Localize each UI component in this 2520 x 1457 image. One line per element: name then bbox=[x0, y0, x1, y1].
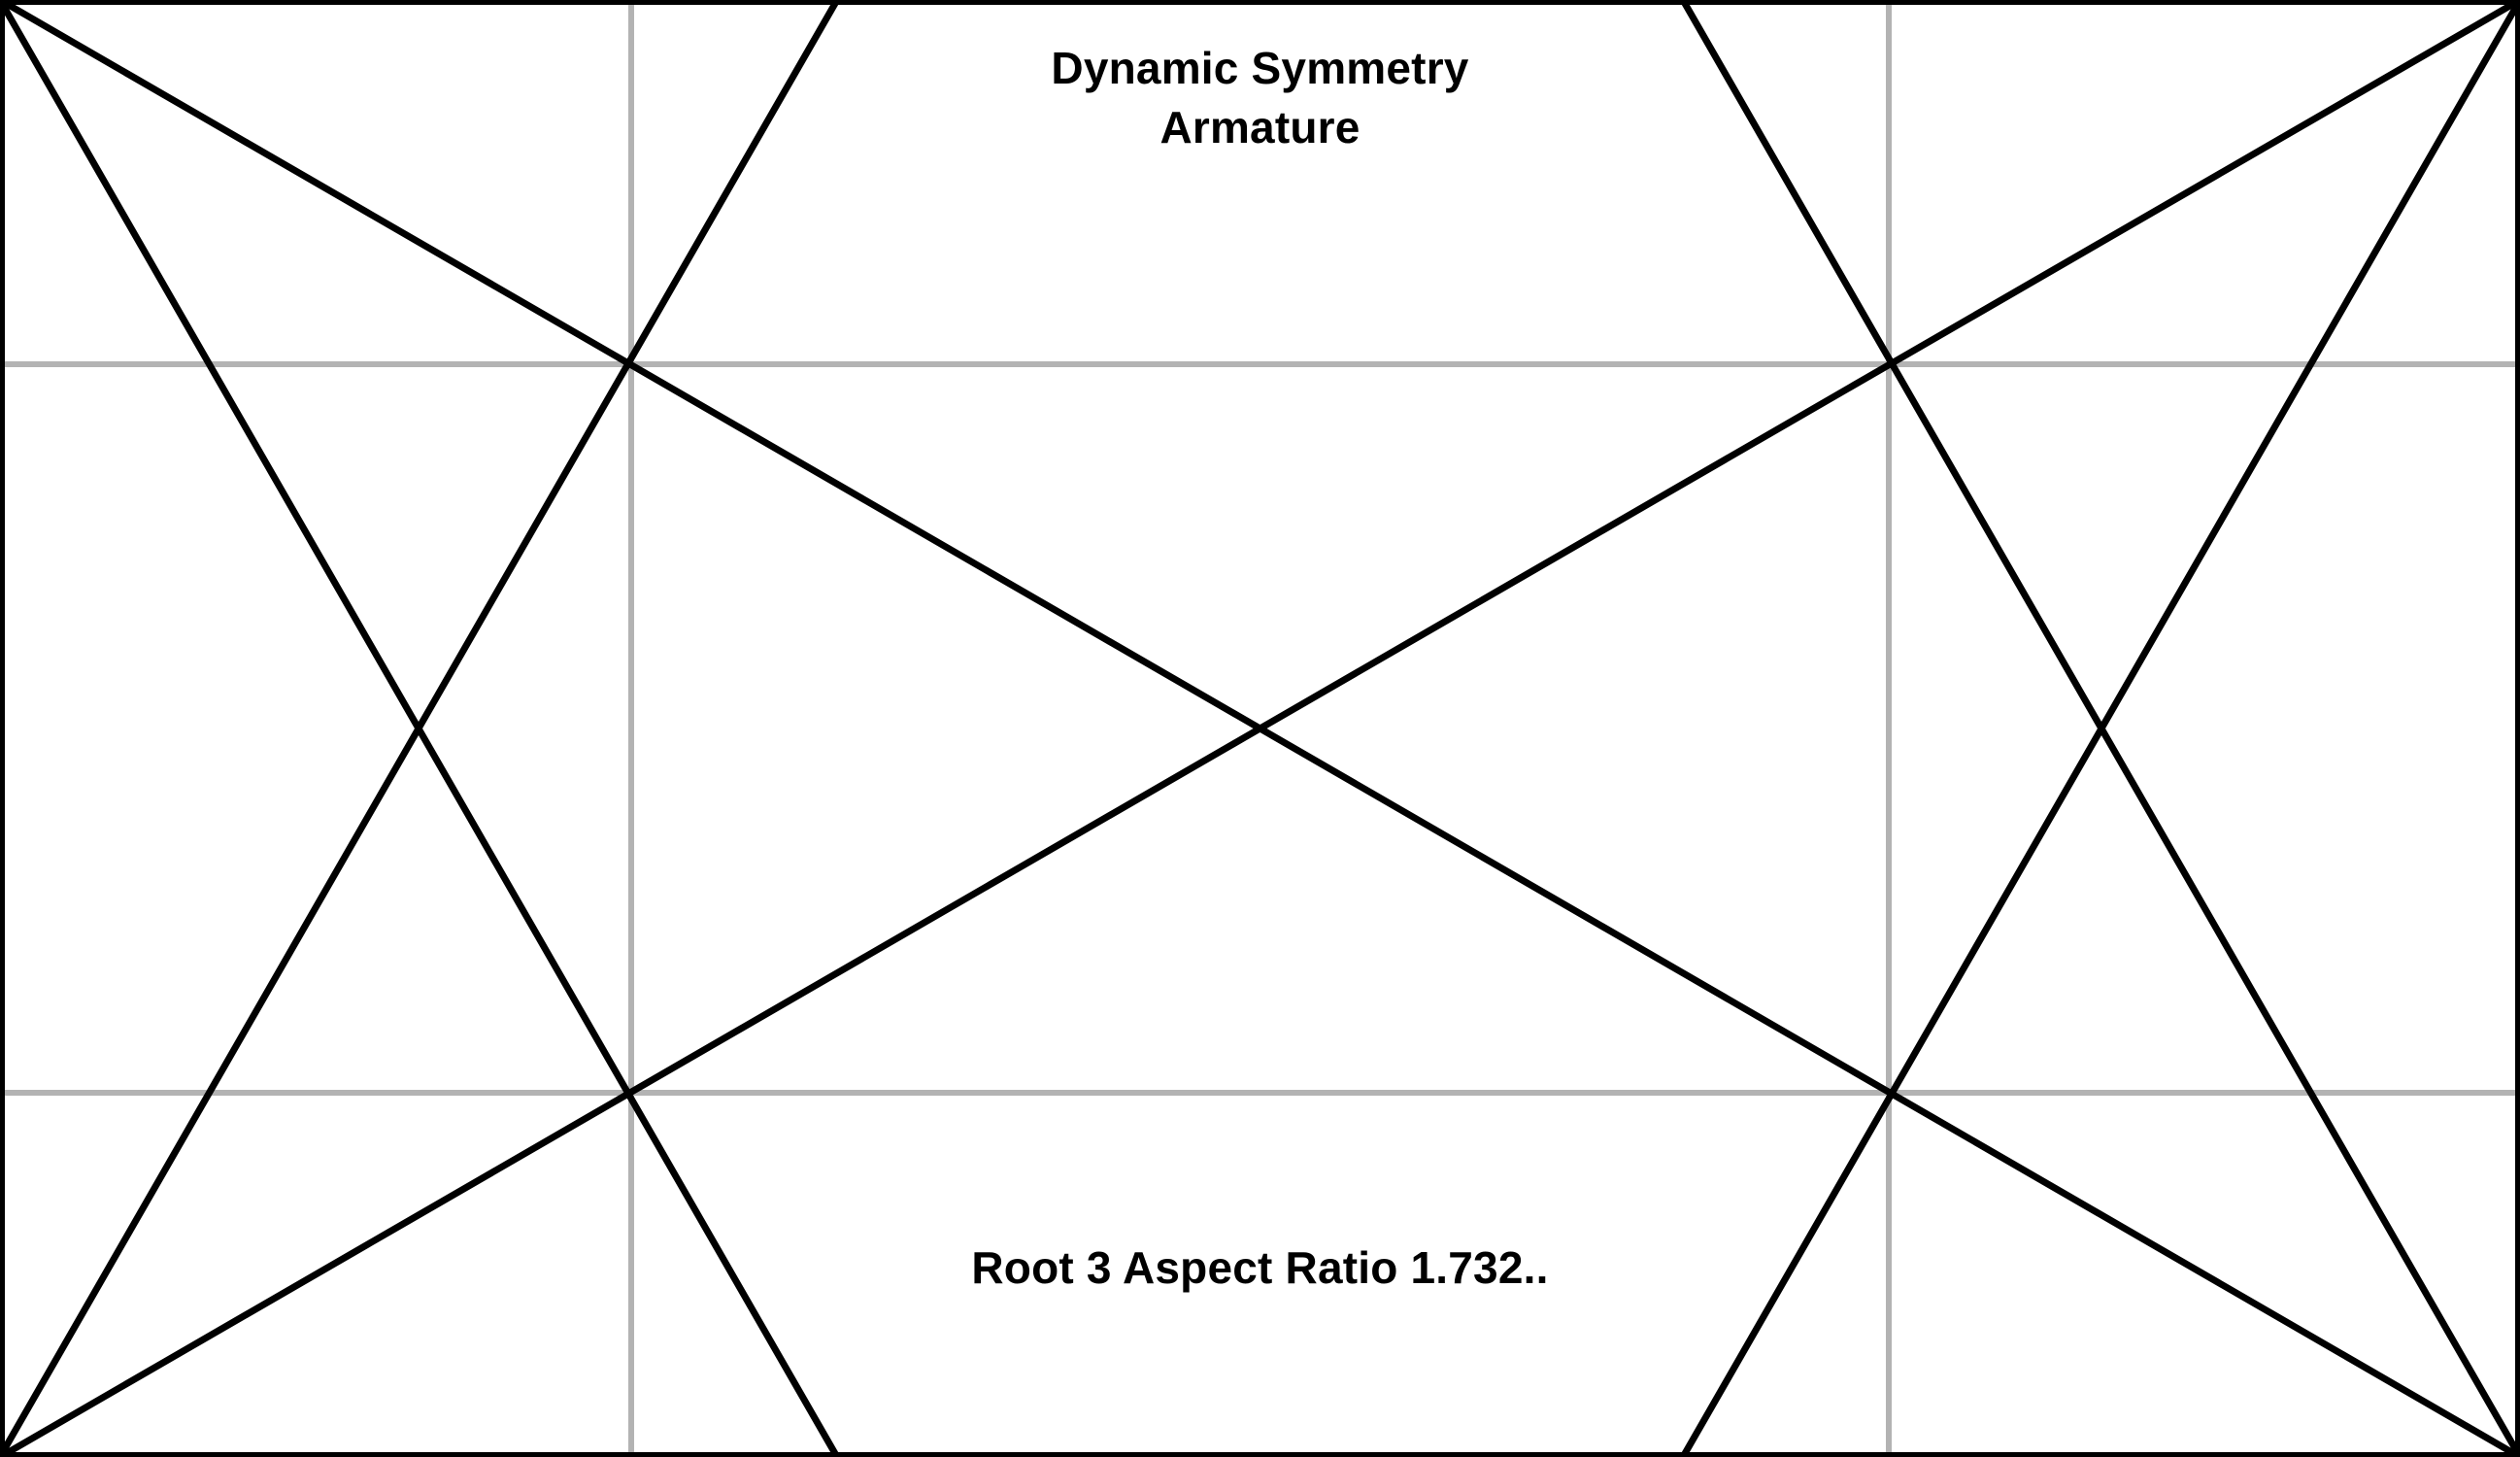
reciprocal-br-up-line bbox=[1678, 0, 2520, 1457]
reciprocal-bl-up-line bbox=[0, 0, 842, 1457]
